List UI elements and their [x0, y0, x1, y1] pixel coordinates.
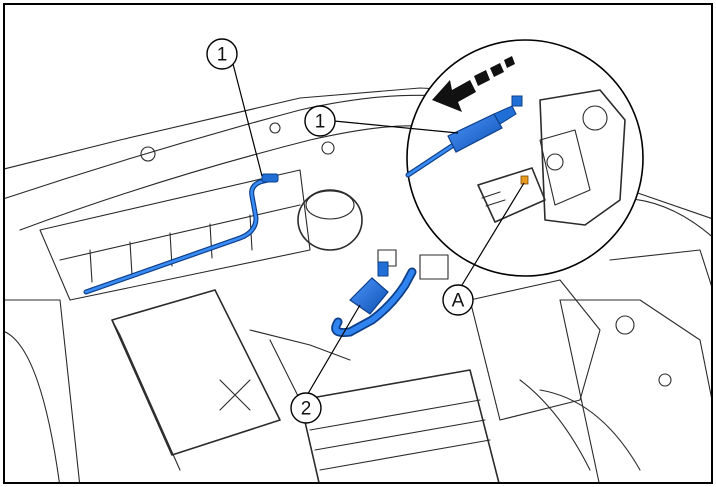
callout-2: 2 — [290, 392, 322, 424]
figure-frame — [3, 3, 713, 484]
callout-1-top: 1 — [206, 38, 238, 70]
callout-A: A — [442, 284, 474, 316]
callout-1-top-label: 1 — [217, 45, 228, 66]
callout-2-label: 2 — [301, 399, 312, 420]
cable-part-1 — [83, 173, 279, 295]
engine-bay-drawing — [4, 87, 712, 483]
dashed-arrow-left-icon — [432, 56, 515, 112]
callout-A-label: A — [452, 291, 465, 312]
leader-lines — [231, 59, 525, 398]
callout-1-detail-label: 1 — [315, 112, 326, 133]
cable-end-detail — [405, 95, 523, 178]
detail-view — [405, 39, 644, 277]
callout-1-detail: 1 — [304, 105, 336, 137]
